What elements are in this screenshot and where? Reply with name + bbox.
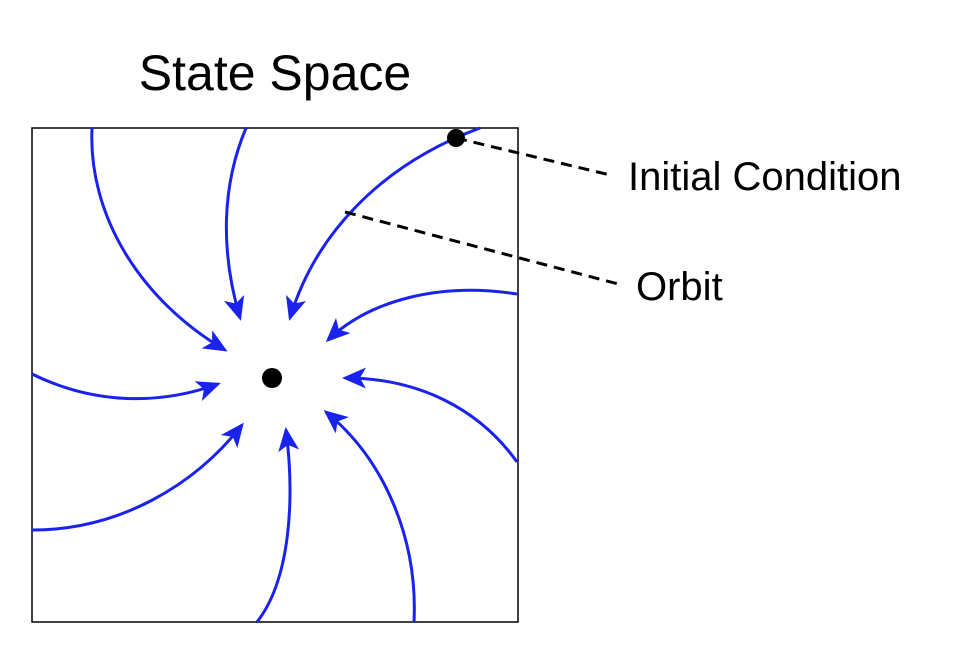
orbit-group <box>31 126 519 623</box>
orbit-curve-4 <box>325 288 518 343</box>
orbit-curve-3 <box>286 126 481 321</box>
orbit-leader-line <box>344 210 623 287</box>
orbit-curve-6 <box>342 367 519 463</box>
orbit-label: Orbit <box>636 265 723 309</box>
initial-condition-point-icon <box>447 129 465 147</box>
initial-condition-label: Initial Condition <box>628 155 902 199</box>
orbit-curve-1 <box>90 127 228 352</box>
fixed-point-icon <box>262 368 282 388</box>
initial-condition-leader-line <box>455 136 611 177</box>
orbit-curve-7 <box>31 422 244 532</box>
orbit-curve-9 <box>323 410 416 623</box>
orbit-curve-5 <box>31 372 221 402</box>
orbit-curve-2 <box>224 127 248 321</box>
diagram-title: State Space <box>139 45 411 101</box>
orbit-curve-8 <box>255 427 300 623</box>
